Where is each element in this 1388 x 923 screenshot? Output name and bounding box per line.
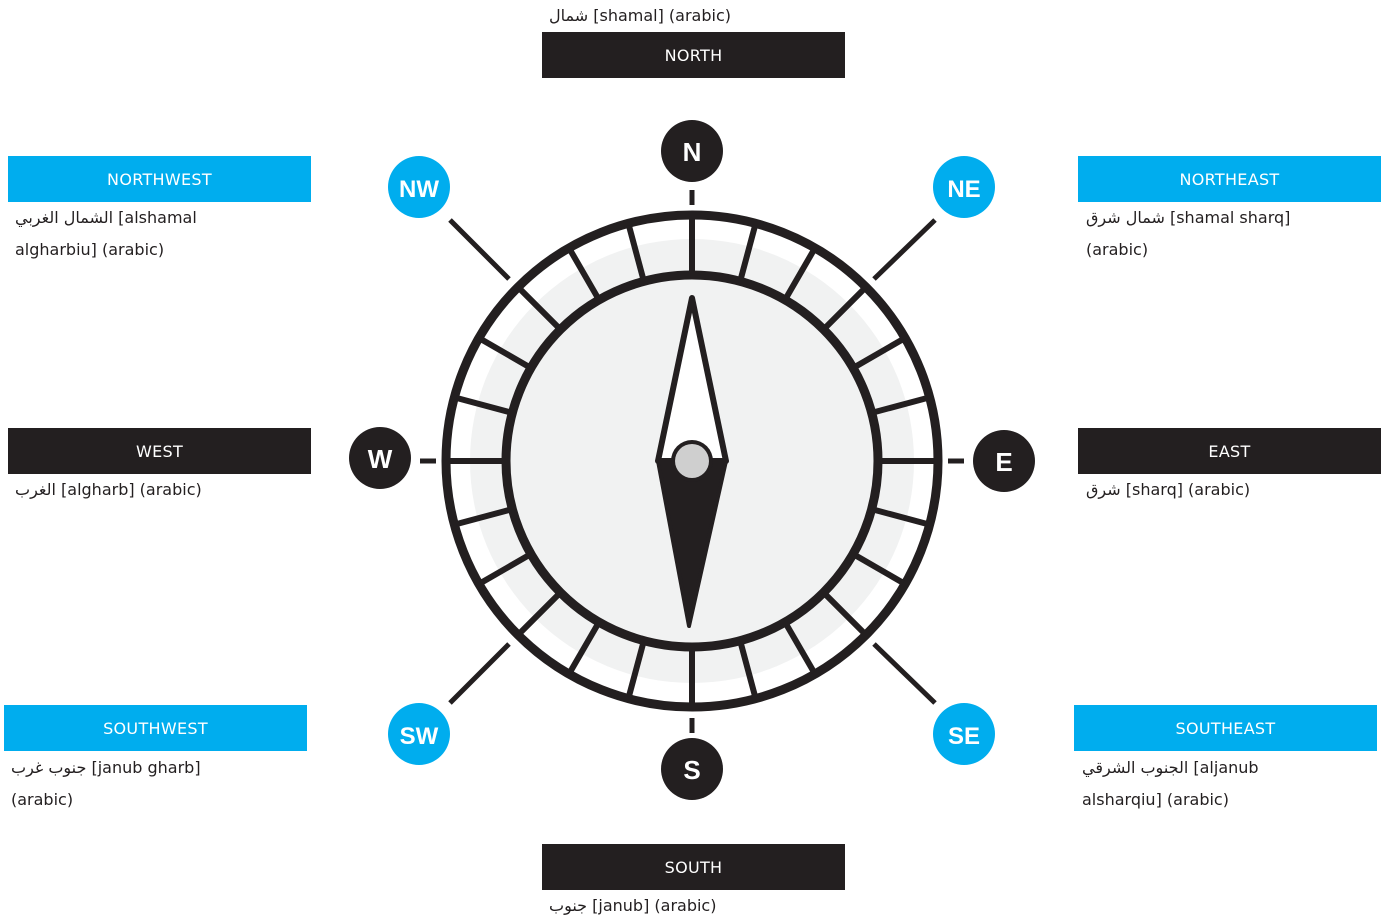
northwest-translation: الشمال الغربي [alshamal algharbiu] (arab… <box>15 202 265 266</box>
west-arabic: الغرب <box>15 480 56 499</box>
southwest-translation: جنوب غرب [janub gharb] (arabic) <box>11 752 251 816</box>
badge-n: N <box>661 120 723 182</box>
southeast-translation: الجنوب الشرقي [aljanub alsharqiu] (arabi… <box>1082 752 1332 816</box>
west-label: WEST <box>8 428 311 474</box>
east-label: EAST <box>1078 428 1381 474</box>
east-transliteration: [sharq] (arabic) <box>1121 480 1250 499</box>
south-translation: جنوب [janub] (arabic) <box>549 890 869 922</box>
north-translation: شمال [shamal] (arabic) <box>549 0 869 32</box>
east-arabic: شرق <box>1086 480 1121 499</box>
northeast-label: NORTHEAST <box>1078 156 1381 202</box>
badge-s: S <box>661 738 723 800</box>
north-arabic: شمال <box>549 6 588 25</box>
badge-nw: NW <box>388 156 450 218</box>
badge-se: SE <box>933 703 995 765</box>
south-label: SOUTH <box>542 844 845 890</box>
east-translation: شرق [sharq] (arabic) <box>1086 474 1376 506</box>
southwest-label: SOUTHWEST <box>4 705 307 751</box>
north-label: NORTH <box>542 32 845 78</box>
west-translation: الغرب [algharb] (arabic) <box>15 474 315 506</box>
south-arabic: جنوب <box>549 896 587 915</box>
badge-w-label: W <box>368 444 393 474</box>
badge-e-label: E <box>995 447 1012 477</box>
southeast-label: SOUTHEAST <box>1074 705 1377 751</box>
north-transliteration: [shamal] (arabic) <box>588 6 731 25</box>
west-transliteration: [algharb] (arabic) <box>56 480 202 499</box>
northwest-label: NORTHWEST <box>8 156 311 202</box>
badge-sw: SW <box>388 703 450 765</box>
badge-se-label: SE <box>948 723 980 750</box>
badge-e: E <box>973 430 1035 492</box>
badge-n-label: N <box>683 137 702 167</box>
badge-nw-label: NW <box>399 176 439 203</box>
badge-ne-label: NE <box>947 176 980 203</box>
badge-sw-label: SW <box>400 723 439 750</box>
badge-s-label: S <box>683 755 700 785</box>
northeast-translation: شمال شرق [shamal sharq] (arabic) <box>1086 202 1346 266</box>
south-transliteration: [janub] (arabic) <box>587 896 716 915</box>
badge-w: W <box>349 427 411 489</box>
badge-ne: NE <box>933 156 995 218</box>
southeast-arabic: الجنوب الشرقي <box>1082 758 1188 777</box>
northwest-arabic: الشمال الغربي <box>15 208 113 227</box>
northeast-arabic: شمال شرق <box>1086 208 1165 227</box>
southwest-arabic: جنوب غرب <box>11 758 86 777</box>
needle-pivot <box>675 444 709 478</box>
